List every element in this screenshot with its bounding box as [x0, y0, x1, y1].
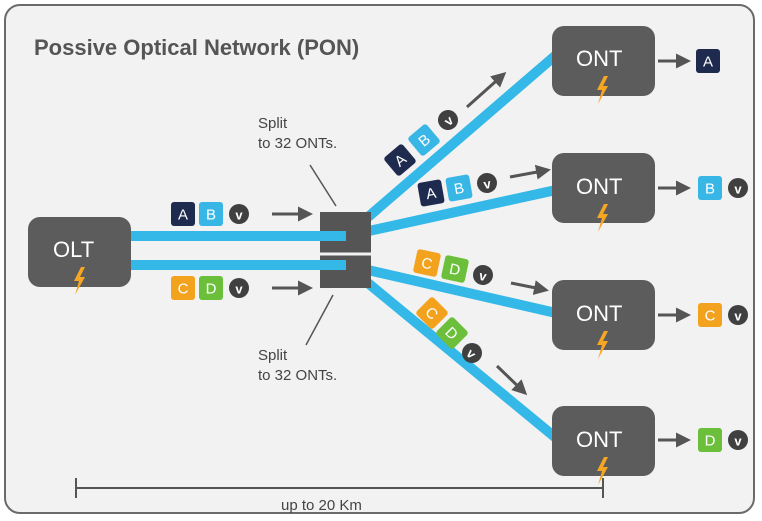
voice-tag: v: [473, 265, 493, 285]
service-tag-c: C: [171, 276, 195, 300]
split-label-lower-line1: Split: [258, 347, 288, 364]
split-label-upper-line1: Split: [258, 115, 288, 132]
voice-tag: v: [462, 343, 482, 363]
tag-letter: v: [235, 282, 243, 297]
flow-arrow-ont2: [509, 164, 551, 180]
ont-node-2: ONT: [552, 153, 655, 232]
tag-letter: A: [703, 54, 713, 71]
tag-letter: v: [734, 309, 742, 324]
service-tag-d: D: [698, 428, 722, 452]
voice-tag: v: [728, 305, 748, 325]
service-tag-d: D: [441, 255, 469, 283]
fiber-branch-ont4: [342, 261, 560, 442]
split-callout-upper: Split to 32 ONTs.: [258, 115, 337, 207]
tag-letter: v: [734, 434, 742, 449]
tag-letter: B: [206, 207, 216, 224]
ont-output-arrows: [658, 53, 691, 448]
service-tag-b: B: [408, 124, 440, 156]
diagram-title: Possive Optical Network (PON): [34, 35, 359, 60]
service-tag-a: A: [384, 144, 416, 176]
tag-letter: D: [705, 433, 716, 450]
olt-label: OLT: [53, 237, 94, 262]
ont-label-2: ONT: [576, 174, 622, 199]
service-tag-b: B: [445, 174, 473, 202]
lightning-bolt-icon: [74, 267, 85, 295]
service-tag-d: D: [199, 276, 223, 300]
ont-node-4: ONT: [552, 406, 655, 485]
service-tag-b: B: [698, 176, 722, 200]
split-callout-lower: Split to 32 ONTs.: [258, 294, 337, 384]
ont-label-3: ONT: [576, 301, 622, 326]
flow-arrow-ont3: [510, 280, 549, 296]
tag-letter: v: [235, 208, 243, 223]
fiber-lines: [130, 51, 560, 442]
service-tag-a: A: [417, 179, 445, 207]
voice-tag: v: [477, 173, 497, 193]
tag-letter: v: [482, 176, 492, 192]
lightning-bolt-icon: [597, 331, 608, 359]
lightning-bolt-icon: [597, 76, 608, 104]
ont-label-1: ONT: [576, 46, 622, 71]
tag-letter: D: [448, 261, 462, 280]
split-label-lower-line2: to 32 ONTs.: [258, 367, 337, 384]
service-tag-d: D: [436, 317, 468, 349]
ont-node-3: ONT: [552, 280, 655, 359]
distance-label: up to 20 Km: [281, 497, 362, 514]
lightning-bolt-icon: [597, 457, 608, 485]
tag-letter: v: [478, 268, 489, 284]
flow-arrow-ont4: [495, 364, 528, 396]
tag-group-3: ABv: [384, 110, 458, 176]
service-tag-c: C: [416, 297, 448, 329]
tag-letter: A: [425, 185, 438, 203]
flow-arrows: [272, 72, 551, 396]
split-label-upper-line2: to 32 ONTs.: [258, 135, 337, 152]
fiber-branch-ont1: [342, 51, 560, 240]
splitter-lower: [320, 254, 371, 288]
tag-letter: C: [705, 308, 716, 325]
fiber-branch-ont2: [344, 185, 558, 241]
tag-letter: C: [178, 281, 189, 298]
tag-letter: A: [178, 207, 188, 224]
tag-group-6: CDv: [416, 297, 482, 363]
ont-node-1: ONT: [552, 26, 655, 104]
service-tag-a: A: [696, 49, 720, 73]
voice-tag: v: [728, 430, 748, 450]
service-tag-c: C: [698, 303, 722, 327]
voice-tag: v: [438, 110, 458, 130]
service-tag-b: B: [199, 202, 223, 226]
distance-scale: [75, 478, 604, 498]
tag-letter: C: [420, 255, 434, 274]
olt-node: OLT: [28, 217, 131, 295]
tag-letter: B: [453, 180, 466, 198]
flow-arrow-ont1: [466, 72, 507, 109]
service-tag-a: A: [171, 202, 195, 226]
service-tag-c: C: [413, 249, 441, 277]
tag-letter: v: [734, 182, 742, 197]
ont-label-4: ONT: [576, 427, 622, 452]
lightning-bolt-icon: [597, 204, 608, 232]
fiber-branch-ont3: [344, 260, 558, 318]
tag-letter: D: [206, 281, 217, 298]
splitter-upper: [320, 212, 371, 254]
tag-group-7: A: [696, 49, 720, 73]
voice-tag: v: [229, 204, 249, 224]
tag-letter: B: [705, 181, 715, 198]
voice-tag: v: [728, 178, 748, 198]
voice-tag: v: [229, 278, 249, 298]
